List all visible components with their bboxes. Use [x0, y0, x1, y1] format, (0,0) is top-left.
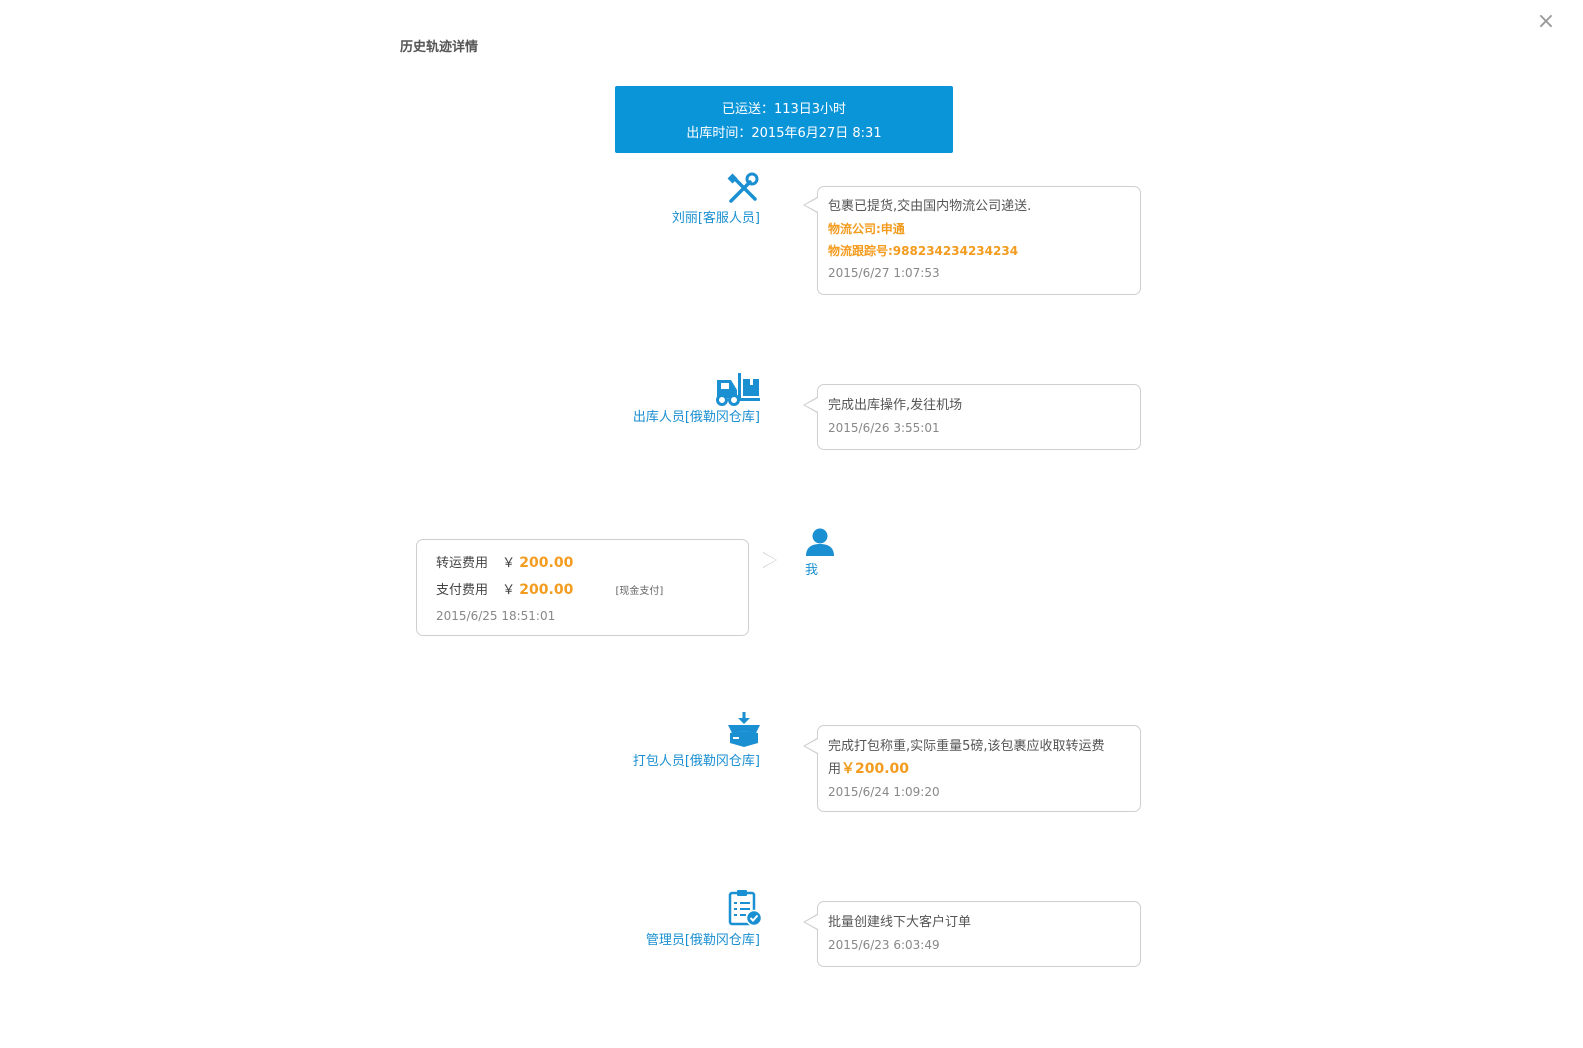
event-bubble-packing: 完成打包称重,实际重量5磅,该包裹应收取转运费 用￥200.00 2015/6/… — [803, 725, 1141, 812]
out-time: 出库时间：2015年6月27日 8:31 — [686, 126, 882, 141]
event-message-line2: 用￥200.00 — [828, 758, 1130, 781]
close-button[interactable]: × — [1536, 9, 1556, 34]
package-icon — [728, 712, 760, 747]
event-message: 完成出库操作,发往机场 — [828, 398, 963, 413]
freight-fee-currency: ￥ — [502, 556, 516, 571]
paid-fee-row: 支付费用 ￥ 200.00 [现金支付] — [436, 577, 738, 605]
event-actor-customer-service[interactable]: 刘丽[客服人员] — [671, 211, 760, 226]
event-message-line2-text: 用 — [828, 762, 842, 777]
event-time: 2015/6/25 18:51:01 — [436, 609, 556, 623]
paid-fee-value: 200.00 — [519, 582, 574, 598]
freight-fee-value: 200.00 — [519, 555, 574, 571]
event-bubble-outbound: 完成出库操作,发往机场 2015/6/26 3:55:01 — [803, 384, 1141, 450]
event-message-line1: 完成打包称重,实际重量5磅,该包裹应收取转运费 — [828, 739, 1105, 754]
packing-fee-value: ￥200.00 — [841, 761, 910, 777]
event-time: 2015/6/23 6:03:49 — [828, 938, 940, 952]
event-message: 包裹已提货,交由国内物流公司递送. — [828, 199, 1032, 214]
event-message: 批量创建线下大客户订单 — [828, 915, 972, 930]
payment-method: [现金支付] — [615, 586, 664, 597]
logistics-company: 物流公司:申通 — [828, 222, 905, 236]
tracking-number: 物流跟踪号:988234234234234 — [828, 244, 1019, 258]
shipping-summary-banner: 已运送：113日3小时 出库时间：2015年6月27日 8:31 — [615, 86, 953, 153]
freight-fee-row: 转运费用 ￥ 200.00 — [436, 550, 738, 577]
tools-icon — [727, 172, 759, 203]
event-actor-packer[interactable]: 打包人员[俄勒冈仓库] — [632, 754, 760, 769]
event-time: 2015/6/27 1:07:53 — [828, 266, 940, 280]
dialog-title: 历史轨迹详情 — [400, 40, 479, 55]
event-time: 2015/6/24 1:09:20 — [828, 785, 940, 799]
event-bubble-order-created: 批量创建线下大客户订单 2015/6/23 6:03:49 — [803, 901, 1141, 967]
paid-fee-label: 支付费用 — [436, 583, 489, 598]
paid-fee-currency: ￥ — [502, 583, 516, 598]
event-bubble-payment: 转运费用 ￥ 200.00 支付费用 ￥ 200.00 [现金支付] 2015/… — [416, 539, 777, 636]
event-actor-me[interactable]: 我 — [805, 563, 819, 578]
event-actor-outbound-staff[interactable]: 出库人员[俄勒冈仓库] — [632, 410, 760, 425]
clipboard-check-icon — [728, 890, 763, 927]
event-actor-admin[interactable]: 管理员[俄勒冈仓库] — [645, 933, 760, 948]
shipped-duration: 已运送：113日3小时 — [721, 102, 847, 117]
freight-fee-label: 转运费用 — [436, 556, 489, 571]
event-bubble-pickup: 包裹已提货,交由国内物流公司递送. 物流公司:申通 物流跟踪号:98823423… — [803, 186, 1141, 295]
user-icon — [806, 528, 834, 556]
event-time: 2015/6/26 3:55:01 — [828, 421, 940, 435]
forklift-icon — [716, 373, 760, 406]
